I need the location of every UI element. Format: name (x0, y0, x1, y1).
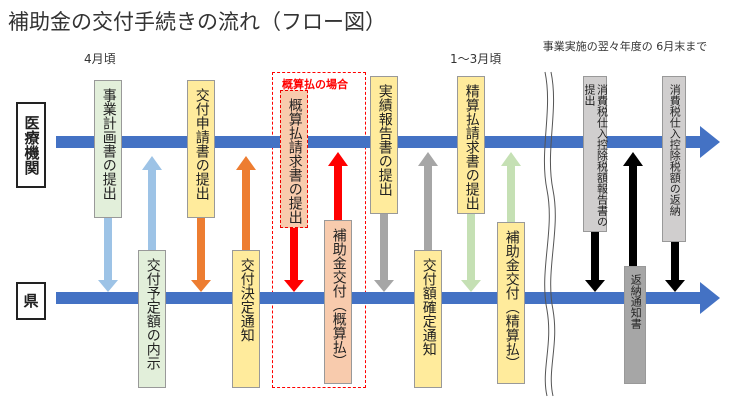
step-plan-submission-text: 事業計画書の提出 (100, 88, 117, 200)
advance-payment-label: 概算払の場合 (282, 78, 348, 91)
step-grant-decision: 交付決定通知 (232, 250, 260, 388)
step-amount-confirmation-text: 交付額確定通知 (420, 258, 437, 356)
step-scheduled-amount-notice-text: 交付予定額の内示 (144, 258, 161, 370)
page-title: 補助金の交付手続きの流れ（フロー図） (8, 10, 386, 34)
actor-prefecture: 県 (16, 282, 46, 320)
step-tax-refund-text: 消費税仕入控除税額の返納 (668, 84, 682, 216)
step-refund-notice: 返納通知書 (624, 266, 646, 384)
step-performance-report: 実績報告書の提出 (370, 76, 398, 214)
step-advance-request: 概算払請求書の提出 (280, 90, 308, 228)
step-scheduled-amount-notice: 交付予定額の内示 (138, 250, 166, 388)
actor-medical-label: 医療機関 (22, 115, 41, 175)
time-break-line-2 (549, 71, 556, 397)
step-grant-application: 交付申請書の提出 (187, 80, 215, 218)
arrow-up-black (623, 152, 643, 266)
step-advance-request-text: 概算払請求書の提出 (286, 98, 303, 224)
arrow-up-light-green (501, 152, 521, 222)
arrow-down-orange (191, 218, 211, 292)
step-refund-notice-text: 返納通知書 (629, 274, 643, 329)
step-tax-report-text: 消費税仕入控除税額報告書の提出 (583, 84, 609, 227)
arrow-up-red (328, 152, 348, 220)
step-settlement-payment-text: 補助金交付（精算払） (503, 230, 520, 370)
time-break-line (543, 71, 550, 397)
arrow-down-light-green (461, 214, 481, 292)
step-grant-application-text: 交付申請書の提出 (193, 88, 210, 200)
step-plan-submission: 事業計画書の提出 (94, 80, 122, 218)
step-advance-payment-text: 補助金交付（概算払） (330, 228, 347, 368)
step-settlement-request-text: 精算払請求書の提出 (463, 84, 480, 210)
step-tax-refund: 消費税仕入控除税額の返納 (662, 76, 686, 242)
arrow-down-black-tax-report (585, 232, 605, 292)
period-april: 4月頃 (84, 52, 116, 66)
advance-payment-group (272, 72, 366, 388)
arrow-up-grey (418, 152, 438, 250)
arrow-down-red (284, 228, 304, 292)
step-amount-confirmation: 交付額確定通知 (414, 250, 442, 388)
prefecture-timeline-arrow (56, 282, 720, 314)
period-next-year: 事業実施の翌々年度の 6月末まで (542, 40, 708, 53)
step-performance-report-text: 実績報告書の提出 (376, 84, 393, 196)
arrow-down-light-blue (98, 218, 118, 292)
arrow-down-black-tax-refund (665, 242, 685, 292)
step-tax-report: 消費税仕入控除税額報告書の提出 (583, 76, 609, 232)
arrow-up-light-blue (142, 156, 162, 250)
arrow-down-grey (374, 214, 394, 292)
actor-medical-institution: 医療機関 (16, 102, 46, 188)
arrow-up-orange (236, 156, 256, 250)
step-settlement-payment: 補助金交付（精算払） (497, 222, 525, 384)
step-settlement-request: 精算払請求書の提出 (457, 76, 485, 214)
step-advance-payment: 補助金交付（概算払） (324, 220, 352, 384)
period-jan-mar: 1〜3月頃 (450, 52, 502, 66)
actor-prefecture-label: 県 (23, 291, 39, 310)
step-grant-decision-text: 交付決定通知 (238, 258, 255, 342)
